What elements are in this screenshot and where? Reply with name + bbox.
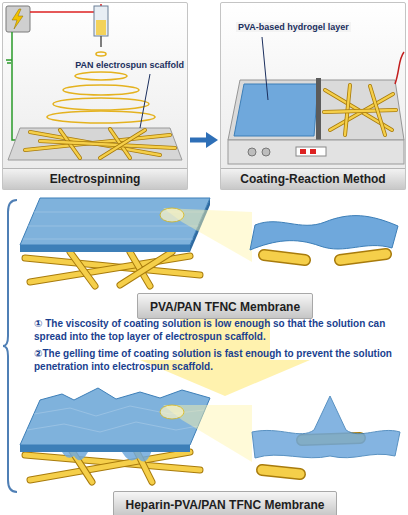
texture-line xyxy=(28,226,198,227)
spinning-jet xyxy=(75,72,127,80)
display-mark xyxy=(310,149,316,154)
mechanism-note: ① The viscosity of coating solution is l… xyxy=(34,318,402,343)
power-cord xyxy=(395,52,404,84)
method-panel: Electrospinning xyxy=(2,2,188,190)
fiber xyxy=(370,86,385,135)
arrow-head xyxy=(206,132,218,148)
fiber-outline xyxy=(100,130,145,158)
fiber-outline xyxy=(324,110,396,112)
fiber-outline xyxy=(264,255,305,260)
panel-ground xyxy=(2,2,188,190)
membrane-edge xyxy=(20,245,190,252)
texture-line xyxy=(23,239,193,240)
zoom-spot xyxy=(160,405,184,419)
coater-body xyxy=(228,140,404,164)
spinning-jet xyxy=(53,98,149,110)
fiber xyxy=(340,254,386,260)
fiber xyxy=(100,130,145,158)
texture-line xyxy=(27,422,198,432)
hydrogel-zoom xyxy=(250,216,398,250)
ground-symbol xyxy=(7,62,11,64)
banner-text: PVA/PAN TFNC Membrane xyxy=(150,300,300,314)
hydrogel-skin xyxy=(20,388,210,445)
fiber-scaffold xyxy=(25,448,200,482)
fiber xyxy=(324,110,396,112)
syringe-body xyxy=(94,6,108,36)
fiber xyxy=(40,141,175,148)
membrane-banner: PVA/PAN TFNC Membrane xyxy=(137,293,313,319)
voltage-wire xyxy=(30,4,101,12)
panel-ground xyxy=(220,2,406,190)
fiber-outline xyxy=(120,252,172,285)
panel-caption: Coating-Reaction Method xyxy=(221,168,405,189)
display-mark xyxy=(300,149,306,154)
callout-label: PAN electrospun scaffold xyxy=(73,60,186,70)
spinning-jet xyxy=(63,85,139,95)
fiber xyxy=(262,470,300,474)
membrane-banner: Heparin-PVA/PAN TFNC Membrane xyxy=(113,491,338,515)
group-bracket xyxy=(3,200,17,492)
spinning-jet xyxy=(96,52,106,56)
syringe-needle xyxy=(100,36,102,47)
lightning-symbol xyxy=(12,9,23,29)
process-arrow xyxy=(190,138,208,143)
coater-knob xyxy=(262,148,270,156)
mechanism-note: ②The gelling time of coating solution is… xyxy=(34,348,402,373)
syringe-solution xyxy=(96,20,106,35)
coating-blade xyxy=(316,78,321,140)
hydrogel-layer xyxy=(234,84,318,136)
membrane-edge xyxy=(20,445,190,452)
fiber-outline xyxy=(340,254,386,260)
fiber-mat xyxy=(25,129,175,158)
fiber-zoom xyxy=(264,254,386,260)
coater-display xyxy=(296,147,326,156)
fiber-mat xyxy=(324,85,396,135)
fiber-outline xyxy=(30,452,190,480)
leader-line xyxy=(140,74,150,128)
fiber xyxy=(30,452,190,480)
ground-symbol xyxy=(6,59,12,61)
collector-plate xyxy=(8,128,182,160)
coater-knob xyxy=(248,148,256,156)
fiber-outline xyxy=(70,252,95,286)
fiber-outline xyxy=(40,141,175,148)
fiber-scaffold xyxy=(25,252,200,286)
fiber xyxy=(70,252,95,286)
spinning-jet xyxy=(47,111,155,123)
leader-line xyxy=(262,37,268,100)
callout-label: PVA-based hydrogel layer xyxy=(236,22,351,32)
ground-wire xyxy=(12,32,22,140)
fiber xyxy=(264,255,305,260)
fiber xyxy=(120,252,172,285)
surface-texture xyxy=(27,406,204,432)
power-supply xyxy=(6,6,30,32)
fiber-outline xyxy=(370,86,385,135)
zoom-spot xyxy=(160,208,184,222)
hydrogel-zoom xyxy=(252,396,400,458)
panel-caption: Electrospinning xyxy=(3,168,187,189)
fiber-outline xyxy=(262,470,300,474)
banner-text: Heparin-PVA/PAN TFNC Membrane xyxy=(126,498,325,512)
